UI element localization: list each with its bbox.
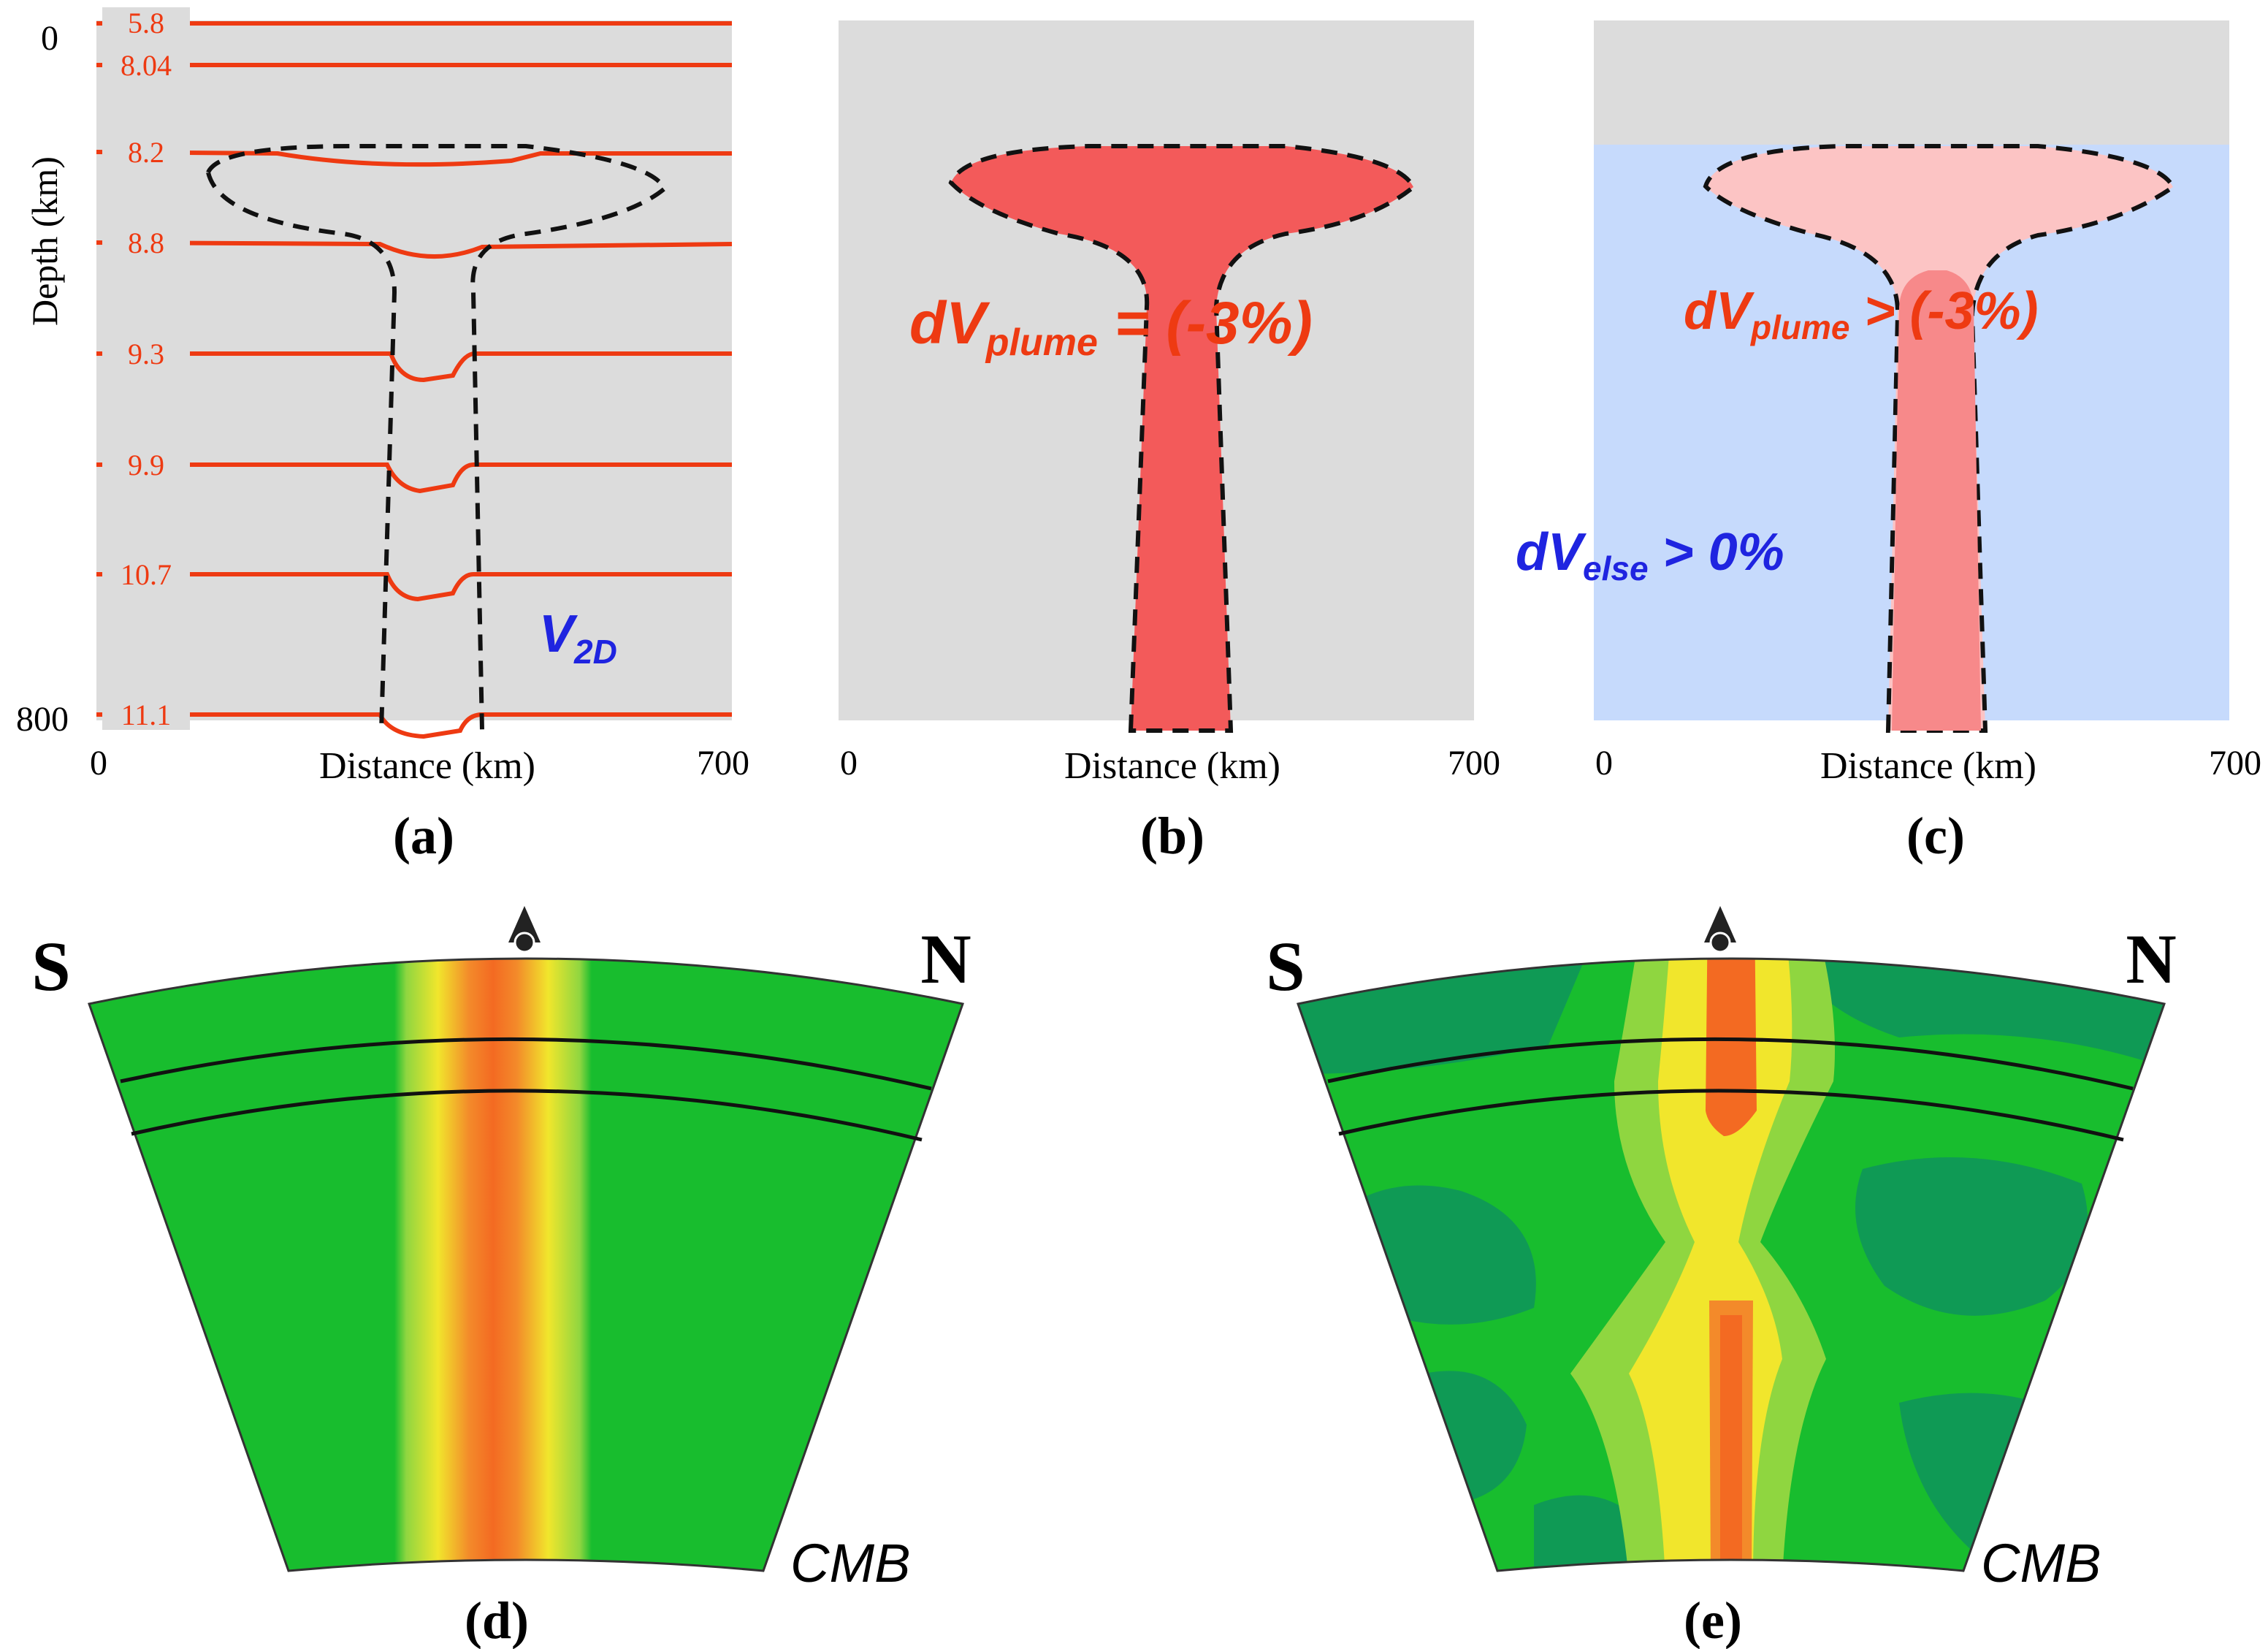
plume-formula: dVplume = (-3%)	[909, 290, 1313, 364]
formula-main: dV	[1684, 282, 1755, 340]
velocity-label-5: 9.3	[128, 338, 164, 370]
x-tick-left: 0	[1595, 744, 1613, 782]
else-main: dV	[1516, 523, 1587, 582]
else-relation: > 0%	[1649, 523, 1784, 582]
plume-formula: dVplume > (-3%)	[1684, 282, 2039, 346]
v2d-label: V2D	[539, 605, 617, 671]
formula-subscript: plume	[1749, 308, 1849, 346]
x-tick-right: 700	[697, 744, 749, 782]
model-outline	[88, 957, 964, 1572]
velocity-contours	[96, 21, 733, 739]
station-marker-icon	[1704, 906, 1736, 953]
caption-d: (d)	[465, 1591, 529, 1649]
discontinuity-line-2	[1338, 1089, 2124, 1142]
panel-b: dVplume = (-3%) 0 Distance (km) 700 (b)	[839, 20, 1500, 865]
label-north: N	[920, 920, 971, 998]
contour-line-5	[96, 351, 732, 383]
y-tick-bottom: 800	[16, 700, 69, 739]
plume-anomaly	[394, 959, 592, 1571]
caption-b: (b)	[1140, 807, 1204, 865]
velocity-label-7: 10.7	[121, 558, 172, 591]
label-cmb: CMB	[790, 1533, 910, 1593]
velocity-label-8: 11.1	[121, 698, 172, 731]
formula-subscript: plume	[985, 321, 1098, 364]
discontinuity-line-2	[131, 1089, 923, 1142]
discontinuity-line-1	[1327, 1037, 2134, 1091]
y-axis-label: Depth (km)	[24, 156, 65, 326]
contour-line-8	[96, 712, 732, 739]
label-cmb: CMB	[1981, 1533, 2101, 1593]
contour-line-4	[96, 240, 733, 259]
x-tick-right: 700	[2209, 744, 2261, 782]
plume-outline	[206, 144, 668, 731]
else-formula: dVelse > 0%	[1516, 523, 1784, 587]
label-north: N	[2126, 920, 2176, 998]
x-tick-left: 0	[840, 744, 858, 782]
velocity-labels: 5.8 8.04 8.2 8.8 9.3 9.9 10.7 11.1	[102, 7, 190, 731]
model-outline	[1297, 957, 2166, 1572]
plume-shape	[948, 144, 1416, 733]
label-south: S	[1266, 927, 1305, 1005]
label-south: S	[31, 927, 70, 1005]
v2d-main: V	[539, 605, 579, 663]
x-axis-label: Distance (km)	[1820, 745, 2036, 787]
caption-a: (a)	[393, 807, 454, 865]
velocity-label-6: 9.9	[128, 449, 164, 481]
caption-c: (c)	[1906, 807, 1965, 865]
x-tick-right: 700	[1448, 744, 1500, 782]
formula-main: dV	[909, 290, 990, 357]
caption-e: (e)	[1684, 1591, 1742, 1649]
x-tick-left: 0	[90, 744, 107, 782]
slow-anomaly	[1570, 959, 1835, 1571]
panel-e: S N CMB (e)	[1266, 906, 2177, 1649]
station-marker-icon	[508, 906, 541, 953]
panel-a-background	[96, 20, 732, 720]
velocity-label-1: 5.8	[128, 7, 164, 39]
contour-line-3	[96, 150, 732, 167]
x-axis-label: Distance (km)	[1064, 745, 1280, 787]
discontinuity-line-1	[120, 1037, 932, 1091]
velocity-label-2: 8.04	[121, 49, 172, 82]
panel-d: S N CMB (d)	[31, 906, 971, 1649]
plume-stem	[1892, 270, 1981, 731]
contour-line-7	[96, 572, 732, 602]
velocity-label-3: 8.2	[128, 136, 164, 169]
contour-line-6	[96, 462, 732, 494]
formula-relation: = (-3%)	[1098, 290, 1313, 357]
v2d-subscript: 2D	[573, 633, 617, 671]
x-axis-label: Distance (km)	[319, 745, 535, 787]
y-tick-top: 0	[41, 19, 58, 58]
panel-c: dVplume > (-3%) dVelse > 0% 0 Distance (…	[1516, 20, 2261, 865]
velocity-label-4: 8.8	[128, 226, 164, 259]
panel-a: 5.8 8.04 8.2 8.8 9.3 9.9 10.7 11.1 V2D 0…	[16, 7, 749, 865]
else-subscript: else	[1583, 549, 1649, 587]
formula-relation: > (-3%)	[1849, 282, 2038, 340]
